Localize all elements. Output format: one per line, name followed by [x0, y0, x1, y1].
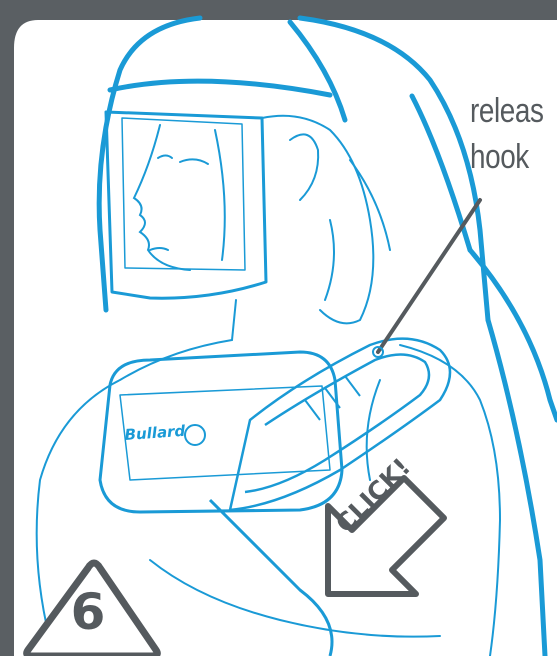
face [134, 125, 225, 270]
callout-line-2: hook [470, 134, 543, 180]
release-hook-callout: releas hook [470, 88, 543, 180]
step-number: 6 [58, 582, 118, 642]
hair [262, 116, 390, 324]
callout-line-1: releas [470, 88, 543, 134]
brand-mark: Bullard [124, 422, 186, 444]
leader-line [378, 200, 480, 352]
